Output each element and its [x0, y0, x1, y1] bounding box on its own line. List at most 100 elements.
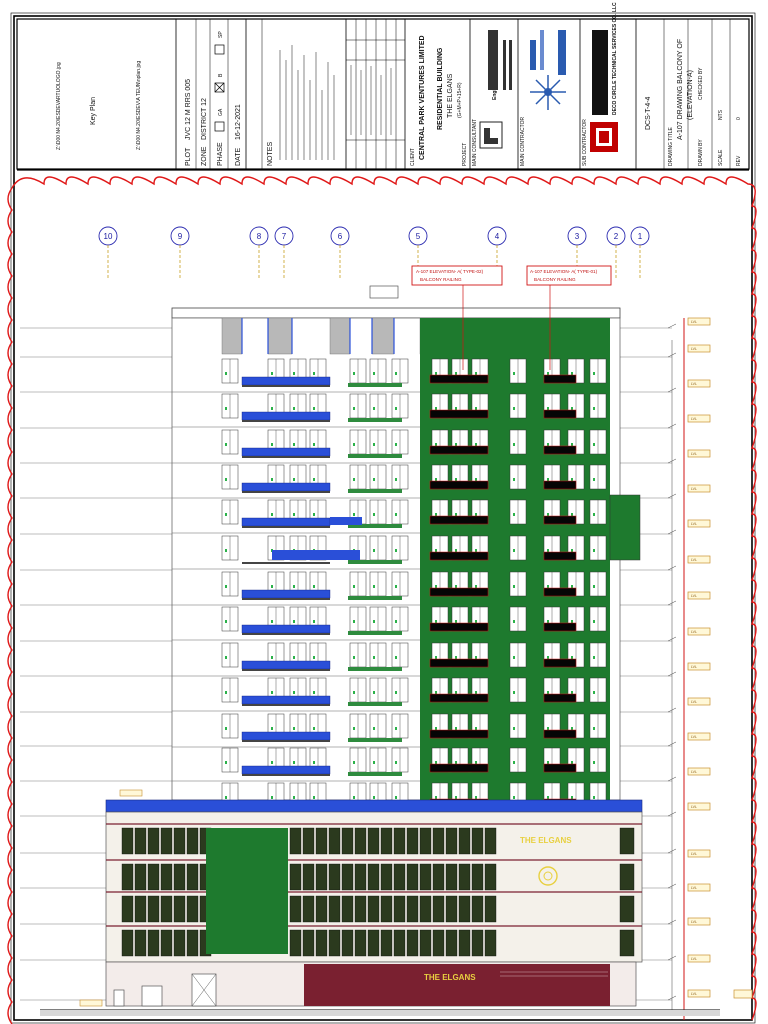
window-hinge — [593, 585, 595, 588]
balcony-railing-type-01 — [544, 764, 576, 772]
level-tag-box — [687, 379, 711, 388]
podium-panel — [406, 827, 419, 855]
railing-highlight — [429, 480, 489, 490]
client-name: CENTRAL PARK VENTURES LIMITED — [419, 35, 426, 160]
podium-panel — [160, 863, 173, 891]
railing-highlight — [543, 445, 577, 455]
scale-label: SCALE — [718, 149, 724, 166]
revision-cloud-top-right — [11, 176, 757, 1021]
window-hinge — [395, 372, 397, 375]
building-sign-lower: THE ELGANS — [424, 973, 476, 982]
level-tag-box — [687, 555, 711, 564]
window-hinge — [547, 478, 549, 481]
balcony-railing-blue — [241, 517, 331, 527]
window-hinge — [293, 513, 295, 516]
level-tag-text: LVL — [691, 770, 697, 774]
slab-strip — [242, 456, 330, 458]
window-hinge — [547, 443, 549, 446]
podium-panel — [471, 827, 484, 855]
window-hinge — [225, 796, 227, 799]
podium-floor-3 — [106, 891, 642, 923]
podium-panel — [380, 895, 393, 923]
window-hinge — [271, 513, 273, 516]
level-tag-box — [687, 449, 711, 458]
window-hinge — [475, 407, 477, 410]
dimension-tick — [667, 707, 677, 713]
level-tag: LVL — [687, 767, 711, 776]
plot-label: PLOT — [185, 147, 192, 166]
drawing-subtitle: (ELEVATION-A) — [687, 70, 694, 120]
balcony-railing-blue — [241, 447, 331, 457]
railing-highlight — [429, 658, 489, 668]
window-hinge — [571, 796, 573, 799]
podium-panel — [406, 863, 419, 891]
balcony-railing-blue — [241, 765, 331, 775]
podium-panel — [328, 895, 341, 923]
window-hinge — [225, 761, 227, 764]
grid-bubble-label: 10 — [104, 232, 113, 241]
level-tag-podium — [119, 789, 143, 797]
window-hinge — [475, 549, 477, 552]
window-hinge — [475, 656, 477, 659]
podium-panel — [328, 863, 341, 891]
window-hinge — [313, 585, 315, 588]
floor-5 — [172, 499, 607, 534]
balcony-railing-type-02 — [430, 410, 488, 418]
podium-panel — [147, 827, 160, 855]
window-hinge — [547, 656, 549, 659]
level-tag: LVL — [687, 662, 711, 671]
podium-panel — [367, 827, 380, 855]
grid-bubble-3: 3 — [567, 226, 587, 280]
window-hinge — [547, 513, 549, 516]
dimension-tick — [667, 323, 677, 329]
slab-strip-green — [348, 667, 402, 671]
level-tag-box — [687, 802, 711, 811]
roof-panel — [329, 317, 351, 355]
window-hinge — [593, 407, 595, 410]
window-hinge — [513, 620, 515, 623]
podium-panel — [432, 895, 445, 923]
window-hinge — [373, 372, 375, 375]
window-hinge — [513, 727, 515, 730]
window-hinge — [395, 478, 397, 481]
window-hinge — [313, 727, 315, 730]
slab-strip — [242, 562, 330, 564]
window-hinge — [435, 691, 437, 694]
window-hinge — [455, 372, 457, 375]
window-hinge — [435, 372, 437, 375]
podium-panel — [315, 929, 328, 957]
date-label: DATE — [235, 148, 242, 166]
railing-highlight — [429, 587, 489, 597]
window-hinge — [455, 407, 457, 410]
balcony-railing-blue — [241, 482, 331, 492]
dimension-tick — [667, 671, 677, 677]
balcony-railing-type-02 — [430, 446, 488, 454]
window-hinge — [225, 407, 227, 410]
drawn-by-label: DRAWN BY — [698, 139, 704, 166]
railing-highlight — [429, 622, 489, 632]
balcony-railing-type-01 — [544, 659, 576, 667]
level-tag-box — [687, 989, 711, 998]
dimension-tick — [667, 493, 677, 499]
window-hinge — [455, 620, 457, 623]
window-hinge — [225, 691, 227, 694]
level-tag-box — [687, 697, 711, 706]
slab-strip — [242, 385, 330, 387]
level-tag: LVL — [687, 732, 711, 741]
window-hinge — [475, 372, 477, 375]
window-hinge — [435, 549, 437, 552]
podium-panel — [147, 929, 160, 957]
grid-bubble-label: 1 — [638, 232, 643, 241]
window-hinge — [373, 656, 375, 659]
floor-8 — [172, 606, 607, 641]
checked-by-label: CHECKED BY — [698, 67, 704, 100]
grid-bubble-label: 6 — [338, 232, 343, 241]
window-hinge — [395, 443, 397, 446]
sheet-border — [13, 15, 753, 1021]
window-hinge — [571, 691, 573, 694]
railing-highlight — [543, 374, 577, 384]
railing-highlight — [543, 587, 577, 597]
revision-cloud — [7, 176, 757, 1024]
drawing-title: A-107 DRAWING BALCONY OF — [677, 39, 684, 140]
